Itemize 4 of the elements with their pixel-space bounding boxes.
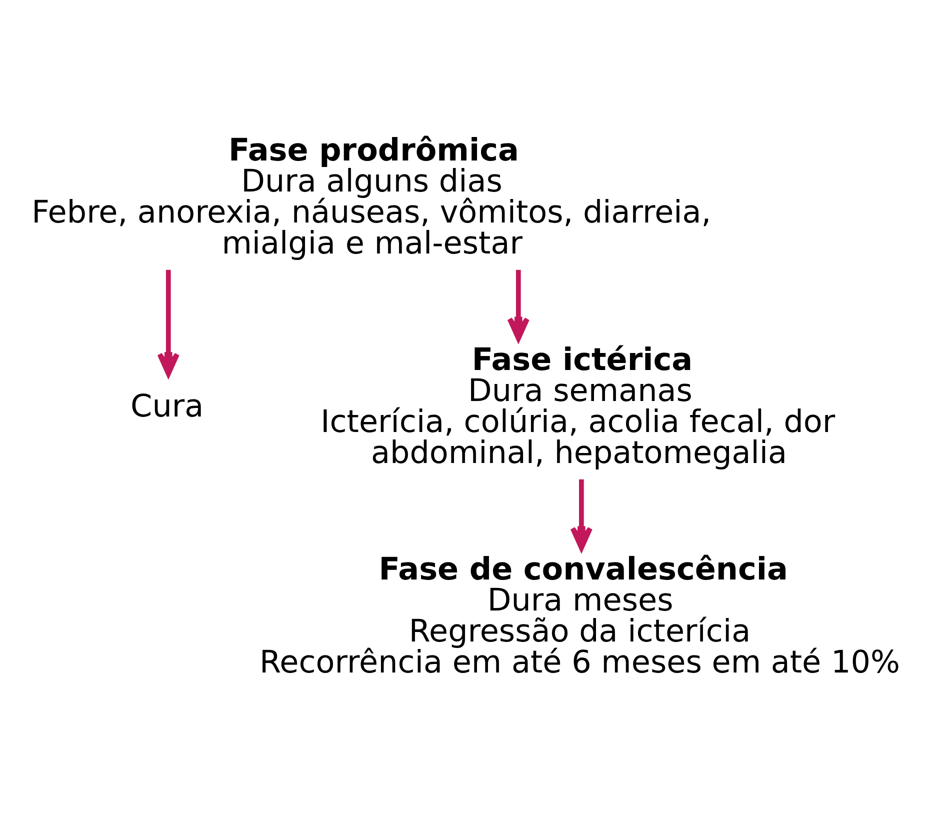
node-text: Fase de convalescência Dura meses Regressão da icterícia Recorrência em até 6 meses em até 10% [260,551,900,680]
node-text: Fase prodrômica Dura alguns dias Febre, anorexia, náuseas, vômitos, diarreia, mialgia e mal-estar [32,132,712,262]
node-text: Cura [130,388,204,424]
node-text: Fase ictérica Dura semanas Icterícia, colúria, acolia fecal, dor abdominal, hepatomegalia [320,342,836,471]
